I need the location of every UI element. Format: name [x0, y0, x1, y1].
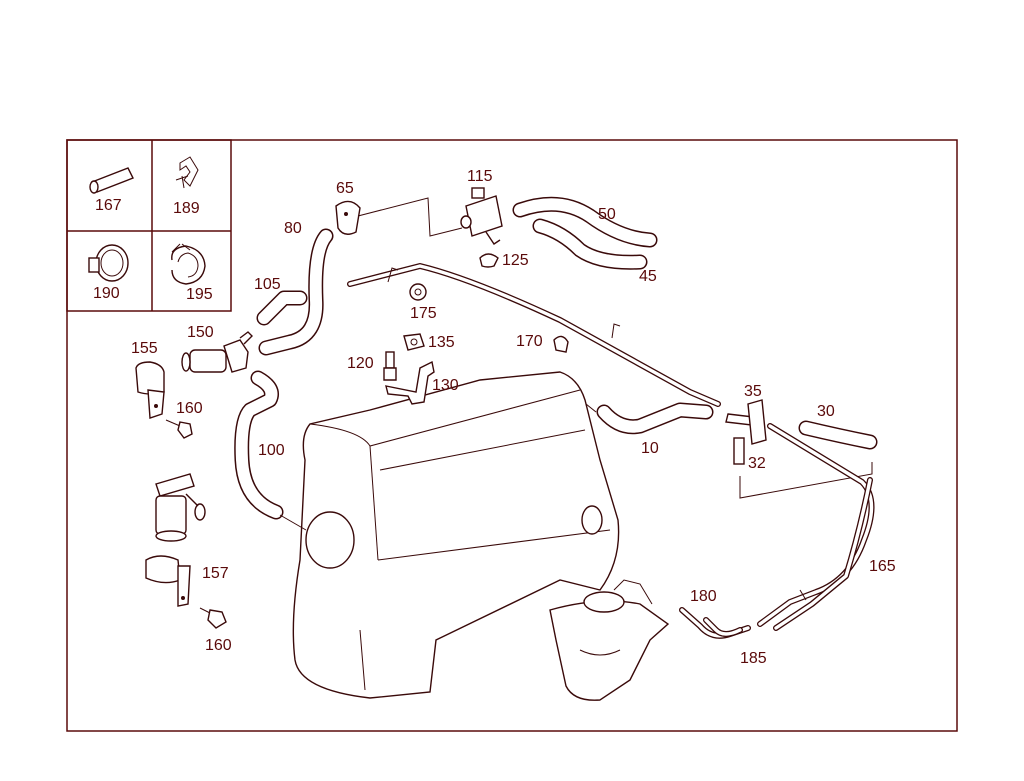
- label-35: 35: [744, 383, 762, 400]
- label-80: 80: [284, 220, 302, 237]
- label-105: 105: [254, 276, 281, 293]
- legend-label-189: 189: [173, 200, 200, 217]
- label-165: 165: [869, 558, 896, 575]
- legend-box: [66, 139, 232, 312]
- coolant-pipe-165: [757, 423, 875, 631]
- diagram-frame: [66, 139, 958, 732]
- label-175: 175: [410, 305, 437, 322]
- legend-label-190: 190: [93, 285, 120, 302]
- leader-32-165: [739, 462, 873, 499]
- fitting-32-icon: [733, 437, 745, 465]
- nut-135-icon: [403, 333, 425, 351]
- label-45: 45: [639, 268, 657, 285]
- label-115: 115: [467, 168, 493, 185]
- hose-clamp-icon: [88, 244, 129, 282]
- label-160-lower: 160: [205, 637, 232, 654]
- label-160-upper: 160: [176, 400, 203, 417]
- label-50: 50: [598, 206, 616, 223]
- bracket-130-icon: [385, 360, 435, 405]
- fitting-35-icon: [725, 399, 767, 445]
- label-135: 135: [428, 334, 455, 351]
- leader-65-115: [357, 197, 463, 237]
- heater-valve-115-icon: [460, 187, 503, 245]
- hose-50: [512, 196, 658, 248]
- label-185: 185: [740, 650, 767, 667]
- hose-105: [256, 290, 308, 326]
- label-30: 30: [817, 403, 835, 420]
- label-100: 100: [258, 442, 285, 459]
- label-120: 120: [347, 355, 374, 372]
- hose-180: [679, 607, 751, 639]
- electric-pump-150-icon: [181, 331, 253, 373]
- label-32: 32: [748, 455, 766, 472]
- hose-30: [798, 420, 878, 450]
- hose-100: [234, 370, 284, 520]
- plug-170-icon: [553, 335, 569, 353]
- auxiliary-pump-157-icon: [155, 473, 206, 542]
- clip-icon: [175, 156, 199, 189]
- bracket-157-icon: [145, 555, 191, 607]
- label-130: 130: [432, 377, 459, 394]
- bolt-160-lower-icon: [199, 607, 227, 629]
- label-10: 10: [641, 440, 659, 457]
- legend-label-167: 167: [95, 197, 122, 214]
- hose-80: [258, 228, 334, 356]
- spring-clamp-icon: [171, 243, 206, 285]
- label-157: 157: [202, 565, 229, 582]
- expansion-tank: [549, 579, 670, 701]
- label-155: 155: [131, 340, 158, 357]
- sleeve-icon: [89, 167, 134, 194]
- bracket-155-icon: [135, 361, 165, 419]
- legend-label-195: 195: [186, 286, 213, 303]
- sensor-120-icon: [383, 351, 397, 381]
- label-65: 65: [336, 180, 354, 197]
- label-170: 170: [516, 333, 543, 350]
- label-150: 150: [187, 324, 214, 341]
- nut-175-icon: [409, 283, 427, 301]
- hose-45: [532, 218, 648, 270]
- coolant-pipe-upper: [347, 263, 721, 407]
- flange-65-icon: [335, 200, 361, 235]
- label-125: 125: [502, 252, 529, 269]
- engine-block: [279, 371, 620, 699]
- label-180: 180: [690, 588, 717, 605]
- grommet-125-icon: [479, 253, 499, 268]
- hose-10: [585, 402, 714, 435]
- bolt-160-upper-icon: [165, 419, 193, 439]
